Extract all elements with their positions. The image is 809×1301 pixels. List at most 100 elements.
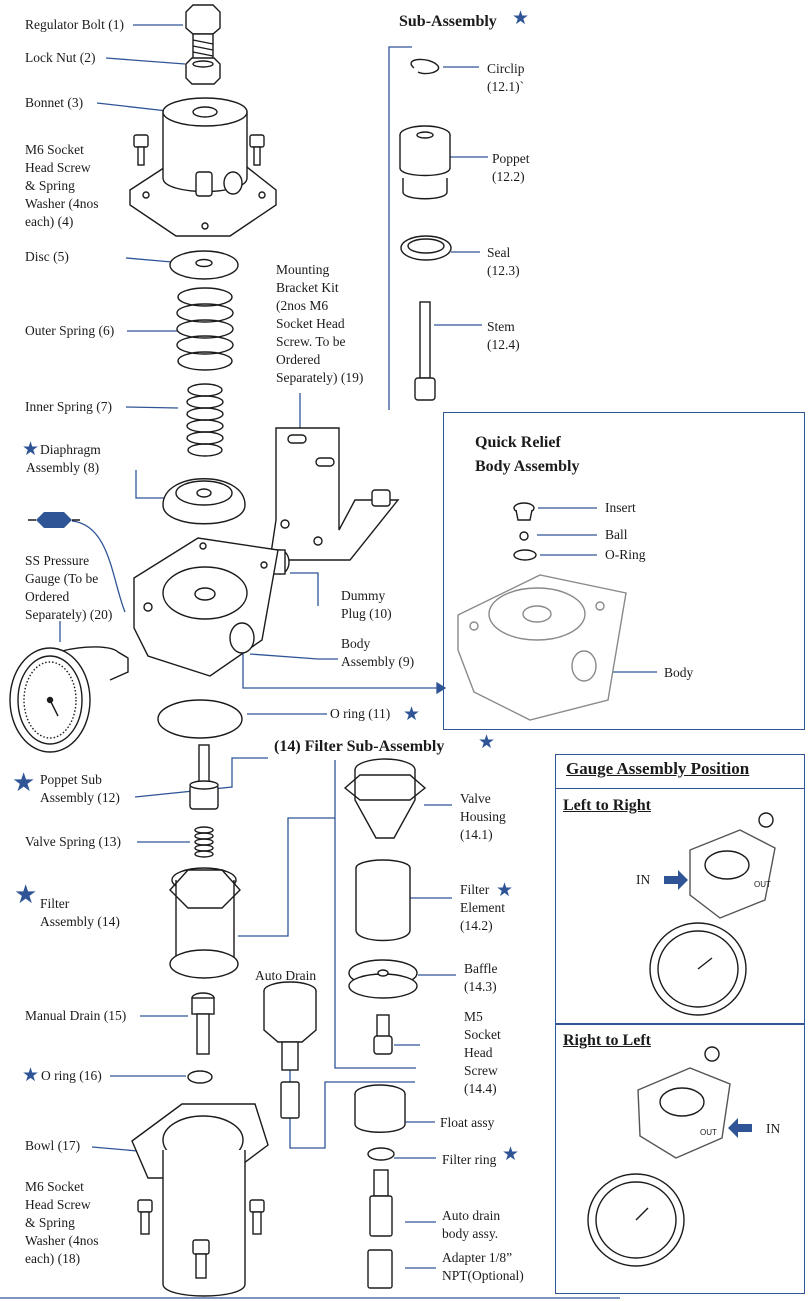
leader-gauge-curve [71,520,126,613]
label-filter-element: Filter Element (14.2) [460,882,505,933]
leader-disc [125,257,173,263]
leader-poppet-sub [134,757,268,798]
leader-lock-nut [105,57,186,65]
label-out-right: OUT [700,1128,717,1137]
inner-spring-drawing [186,383,224,457]
filter-element-drawing [355,859,411,942]
adapter-drawing [367,1249,393,1289]
baffle-drawing [348,959,418,999]
label-mounting-bracket: Mounting Bracket Kit (2nos M6 Socket Hea… [276,262,364,385]
label-bowl: Bowl (17) [25,1138,81,1153]
bonnet-screws-drawing [133,134,265,166]
auto-drain-bracket [289,1068,415,1149]
quick-relief-box [443,412,805,730]
in-arrow-icon-left [664,870,688,890]
m5-screw-drawing [373,1014,393,1055]
label-diaphragm: Diaphragm Assembly (8) [26,442,101,475]
valve-housing-drawing [343,758,427,839]
star-icon-o-ring-16: ★ [22,1065,40,1086]
label-o-ring-11: O ring (11) [330,706,391,721]
label-in-right: IN [766,1121,781,1136]
label-auto-drain: Auto Drain [255,968,317,983]
mounting-bracket-drawing [269,427,400,561]
label-stem: Stem (12.4) [487,319,520,352]
label-bonnet: Bonnet (3) [25,95,84,110]
label-pressure-gauge: SS Pressure Gauge (To be Ordered Separat… [25,553,113,622]
gauge-right-to-left-box [555,1024,805,1294]
auto-drain-drawing [263,981,317,1119]
label-valve-housing: Valve Housing (14.1) [460,791,506,842]
label-dummy-plug: Dummy Plug (10) [341,588,392,621]
poppet-sub-drawing [189,744,219,810]
label-out-left: OUT [754,880,771,889]
label-regulator-bolt: Regulator Bolt (1) [25,17,124,32]
star-icon-filter-assembly: ★ [14,880,38,909]
star-icon-o-ring-11: ★ [403,704,421,725]
filter-sub-title: (14) Filter Sub-Assembly [274,738,445,755]
gauge-right-to-left-title: Right to Left [563,1032,651,1049]
label-m5-screw: M5 Socket Head Screw (14.4) [464,1009,501,1096]
quick-relief-insert-drawing [513,502,535,521]
sub-assembly-title: Sub-Assembly [399,13,497,30]
star-icon-sub-assembly: ★ [512,8,530,29]
leader-inner-spring [125,406,179,409]
label-ball: Ball [605,527,628,542]
body-drawing [133,537,279,677]
gauge-position-title: Gauge Assembly Position [566,759,750,778]
label-disc: Disc (5) [25,249,69,264]
auto-drain-body-drawing [369,1169,393,1237]
circlip-drawing [410,58,440,75]
lock-nut-drawing [185,57,221,85]
label-baffle: Baffle (14.3) [464,961,498,994]
label-adapter: Adapter 1/8” NPT(Optional) [442,1250,524,1283]
gauge-left-to-right-box [555,788,805,1024]
manual-drain-drawing [191,992,215,1055]
label-outer-spring: Outer Spring (6) [25,323,115,338]
gauge-left-to-right-title: Left to Right [563,797,651,814]
label-inner-spring: Inner Spring (7) [25,399,112,414]
filter-ring-drawing [367,1147,395,1161]
label-in-left: IN [636,872,651,887]
label-float-assy: Float assy [440,1115,495,1130]
stem-drawing [414,301,436,401]
bonnet-drawing [129,97,277,237]
in-arrow-icon-right [728,1118,752,1138]
label-lock-nut: Lock Nut (2) [25,50,96,65]
star-icon-filter-ring: ★ [502,1144,520,1165]
quick-relief-oring-drawing [513,549,537,561]
outer-spring-drawing [176,287,234,371]
label-poppet-sub: Poppet Sub Assembly (12) [40,772,120,805]
label-manual-drain: Manual Drain (15) [25,1008,127,1023]
star-icon-filter-sub: ★ [478,732,496,753]
gauge-right-to-left-drawing [587,1046,731,1267]
o-ring-16-drawing [187,1070,213,1084]
label-circlip: Circlip (12.1)` [487,61,525,94]
label-auto-drain-body: Auto drain body assy. [442,1208,501,1241]
sub-assembly-bracket [388,46,412,410]
leader-bowl [91,1146,139,1152]
leader-filter-assembly [238,817,335,937]
leader-lines [0,24,657,1299]
arrowhead-quick-relief [436,681,447,695]
quick-relief-body-drawing [457,574,627,721]
float-assy-drawing [354,1084,406,1133]
gauge-left-to-right-drawing [649,812,776,1016]
poppet-part-drawing [399,125,451,200]
quick-relief-title: Quick Relief Body Assembly [475,434,580,475]
o-ring-11-drawing [157,699,243,739]
diaphragm-drawing [162,478,246,525]
label-m6-screw-18: M6 Socket Head Screw & Spring Washer (4n… [25,1179,99,1266]
label-m6-screw-4: M6 Socket Head Screw & Spring Washer (4n… [25,142,99,229]
label-body-assembly: Body Assembly (9) [341,636,415,669]
filter-assembly-drawing [169,867,241,979]
star-icon-diaphragm: ★ [22,439,40,460]
label-filter-ring: Filter ring [442,1152,497,1167]
bowl-drawing [131,1103,269,1297]
label-qr-oring: O-Ring [605,547,646,562]
pressure-gauge-drawing [9,646,129,753]
leader-body [249,653,338,660]
star-icon-filter-element: ★ [496,880,514,901]
part-drawings [9,4,776,1297]
label-valve-spring: Valve Spring (13) [25,834,121,849]
